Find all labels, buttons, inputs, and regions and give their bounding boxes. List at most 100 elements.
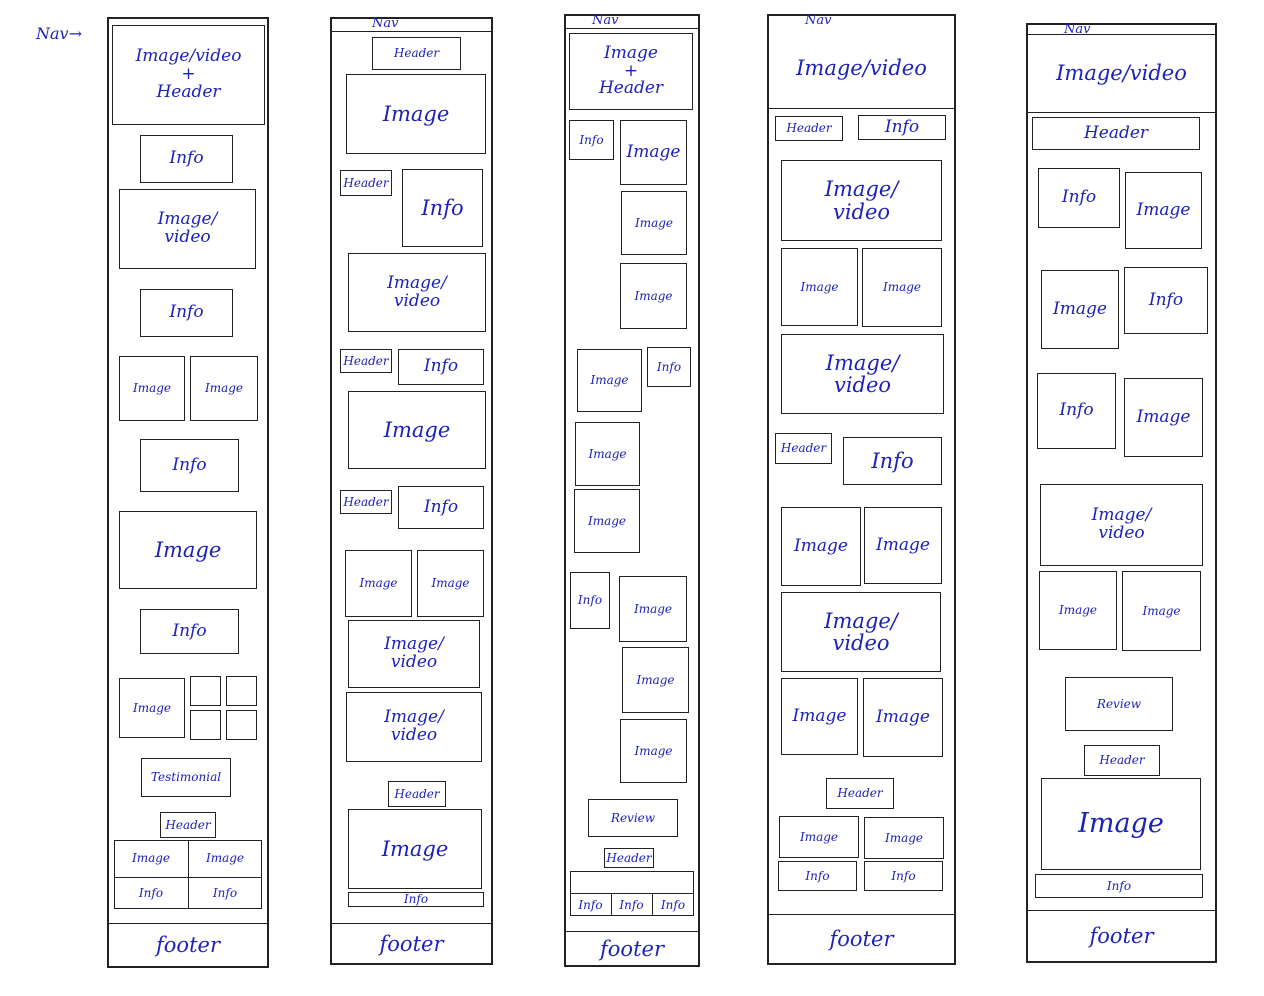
footer-divider	[566, 931, 698, 932]
info-block: Info	[570, 572, 610, 629]
image-block: Image	[619, 576, 687, 642]
image-block: Image	[1125, 172, 1202, 249]
review-block: Review	[1065, 677, 1173, 731]
image-block: Image	[119, 678, 185, 738]
nav-label: Nav	[592, 13, 619, 28]
info-cell: Info	[619, 897, 644, 912]
testimonial-block: Testimonial	[141, 758, 231, 797]
footer-label: footer	[379, 931, 444, 956]
info-block: Info	[140, 609, 239, 654]
image-video-block: Image/ video	[346, 692, 482, 762]
info-block: Info	[398, 349, 484, 385]
image-block: Image	[1041, 270, 1119, 349]
header-block: Header	[1032, 117, 1200, 150]
header-block: Header	[826, 778, 894, 809]
image-block: Image	[621, 191, 687, 255]
image-block: Image	[348, 809, 482, 889]
thumbnail-block	[226, 676, 257, 706]
image-video-block: Image/ video	[1040, 484, 1203, 566]
nav-divider	[1028, 34, 1215, 35]
image-block: Image	[620, 263, 687, 329]
header-block: Header	[372, 37, 461, 70]
image-block: Image	[781, 248, 858, 326]
header-block: Header	[775, 116, 843, 141]
image-block: Image	[779, 816, 859, 858]
info-block: Info	[1124, 267, 1208, 334]
header-block: Header	[340, 170, 392, 196]
footer-label: footer	[156, 932, 220, 957]
hero-divider	[1028, 112, 1215, 113]
image-block: Image	[862, 248, 942, 327]
image-block: Image	[781, 678, 858, 755]
grid-divider	[570, 893, 694, 894]
info-block: Info	[140, 135, 233, 183]
image-block: Image	[864, 507, 942, 584]
footer-divider	[109, 923, 267, 924]
wireframe-4: Nav Image/video Header Info Image/ video…	[767, 13, 956, 965]
image-block: Image	[864, 817, 944, 859]
image-block: Image	[574, 489, 640, 553]
footer-divider	[769, 914, 954, 915]
header-block: Header	[1084, 745, 1160, 776]
image-block: Image	[781, 507, 861, 586]
hero-image-video: Image/video	[796, 55, 927, 80]
header-block: Header	[160, 812, 216, 838]
info-cell: Info	[138, 885, 164, 900]
header-block: Header	[604, 848, 654, 868]
image-block: Image	[577, 349, 642, 412]
wireframe-5: Nav Image/video Header Info Image Image …	[1026, 22, 1217, 963]
info-cell: Info	[212, 885, 238, 900]
info-block: Info	[843, 437, 942, 485]
nav-label: Nav	[805, 13, 832, 28]
thumbnail-block	[190, 676, 221, 706]
wireframe-3: Nav Image + Header Info Image Image Imag…	[564, 13, 700, 967]
info-block: Info	[140, 439, 239, 492]
wireframe-2: Nav Header Image Header Info Image/ vide…	[330, 16, 493, 965]
image-cell: Image	[131, 851, 171, 866]
image-video-block: Image/ video	[348, 620, 480, 688]
info-block: Info	[348, 892, 484, 907]
image-block: Image	[190, 356, 258, 421]
hero-divider	[769, 108, 954, 109]
info-block: Info	[1038, 168, 1120, 228]
nav-divider	[566, 28, 698, 29]
grid-divider	[188, 840, 189, 909]
info-block: Info	[140, 289, 233, 337]
info-block: Info	[647, 347, 691, 387]
nav-label: Nav	[372, 16, 399, 31]
info-block: Info	[398, 486, 484, 529]
image-block: Image	[345, 550, 412, 617]
image-video-block: Image/ video	[119, 189, 256, 269]
header-block: Header	[388, 781, 446, 807]
info-block: Info	[864, 861, 943, 891]
image-block: Image	[1039, 571, 1117, 650]
review-block: Review	[588, 799, 678, 837]
header-block: Header	[340, 349, 392, 373]
nav-divider	[332, 31, 491, 32]
info-block: Info	[569, 120, 614, 160]
hero-image-video: Image/video	[1056, 60, 1187, 85]
image-video-block: Image/ video	[781, 160, 942, 241]
hero-image-video-header: Image/video + Header	[112, 25, 265, 125]
nav-label: Nav	[1064, 22, 1091, 37]
footer-divider	[332, 923, 491, 924]
image-block: Image	[119, 356, 185, 421]
image-block: Image	[1041, 778, 1201, 870]
info-block: Info	[1035, 874, 1203, 898]
footer-label: footer	[829, 926, 894, 951]
image-block: Image	[622, 647, 689, 713]
image-block: Image	[620, 719, 687, 783]
info-cell: Info	[660, 897, 686, 912]
image-block: Image	[620, 120, 687, 185]
footer-label: footer	[1089, 923, 1154, 948]
image-block: Image	[1122, 571, 1201, 651]
info-block: Info	[858, 115, 946, 140]
wireframe-1: Image/video + Header Info Image/ video I…	[107, 17, 269, 968]
info-block: Info	[778, 861, 857, 891]
info-block: Info	[402, 169, 483, 247]
image-cell: Image	[205, 851, 245, 866]
image-video-block: Image/ video	[781, 592, 941, 672]
image-block: Image	[348, 391, 486, 469]
footer-divider	[1028, 910, 1215, 911]
image-block: Image	[119, 511, 257, 589]
